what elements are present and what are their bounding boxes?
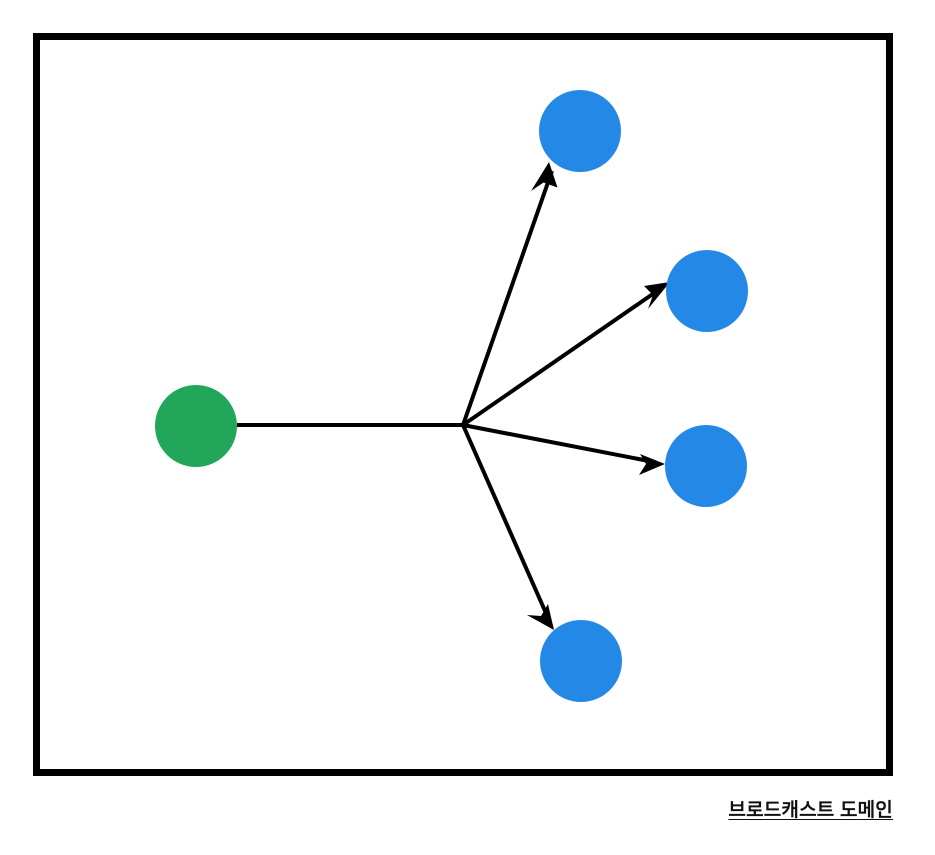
edge-hub-to-dest-2 xyxy=(461,287,662,427)
arrowhead-dest-4 xyxy=(527,604,554,630)
edge-hub-to-dest-1 xyxy=(461,170,554,426)
arrowhead-dest-1 xyxy=(531,162,558,191)
edge-hub-to-dest-4 xyxy=(461,424,551,621)
arrowhead-dest-3 xyxy=(639,454,665,475)
destination-node-2-blue[interactable] xyxy=(666,250,748,332)
destination-node-4-blue[interactable] xyxy=(540,620,622,702)
destination-node-1-blue[interactable] xyxy=(539,90,621,172)
edge-hub-to-dest-3 xyxy=(462,423,655,464)
arrowhead-dest-2 xyxy=(644,282,670,309)
diagram-caption: 브로드캐스트 도메인 xyxy=(728,800,893,821)
source-node-green[interactable] xyxy=(155,385,237,467)
destination-node-3-blue[interactable] xyxy=(665,425,747,507)
